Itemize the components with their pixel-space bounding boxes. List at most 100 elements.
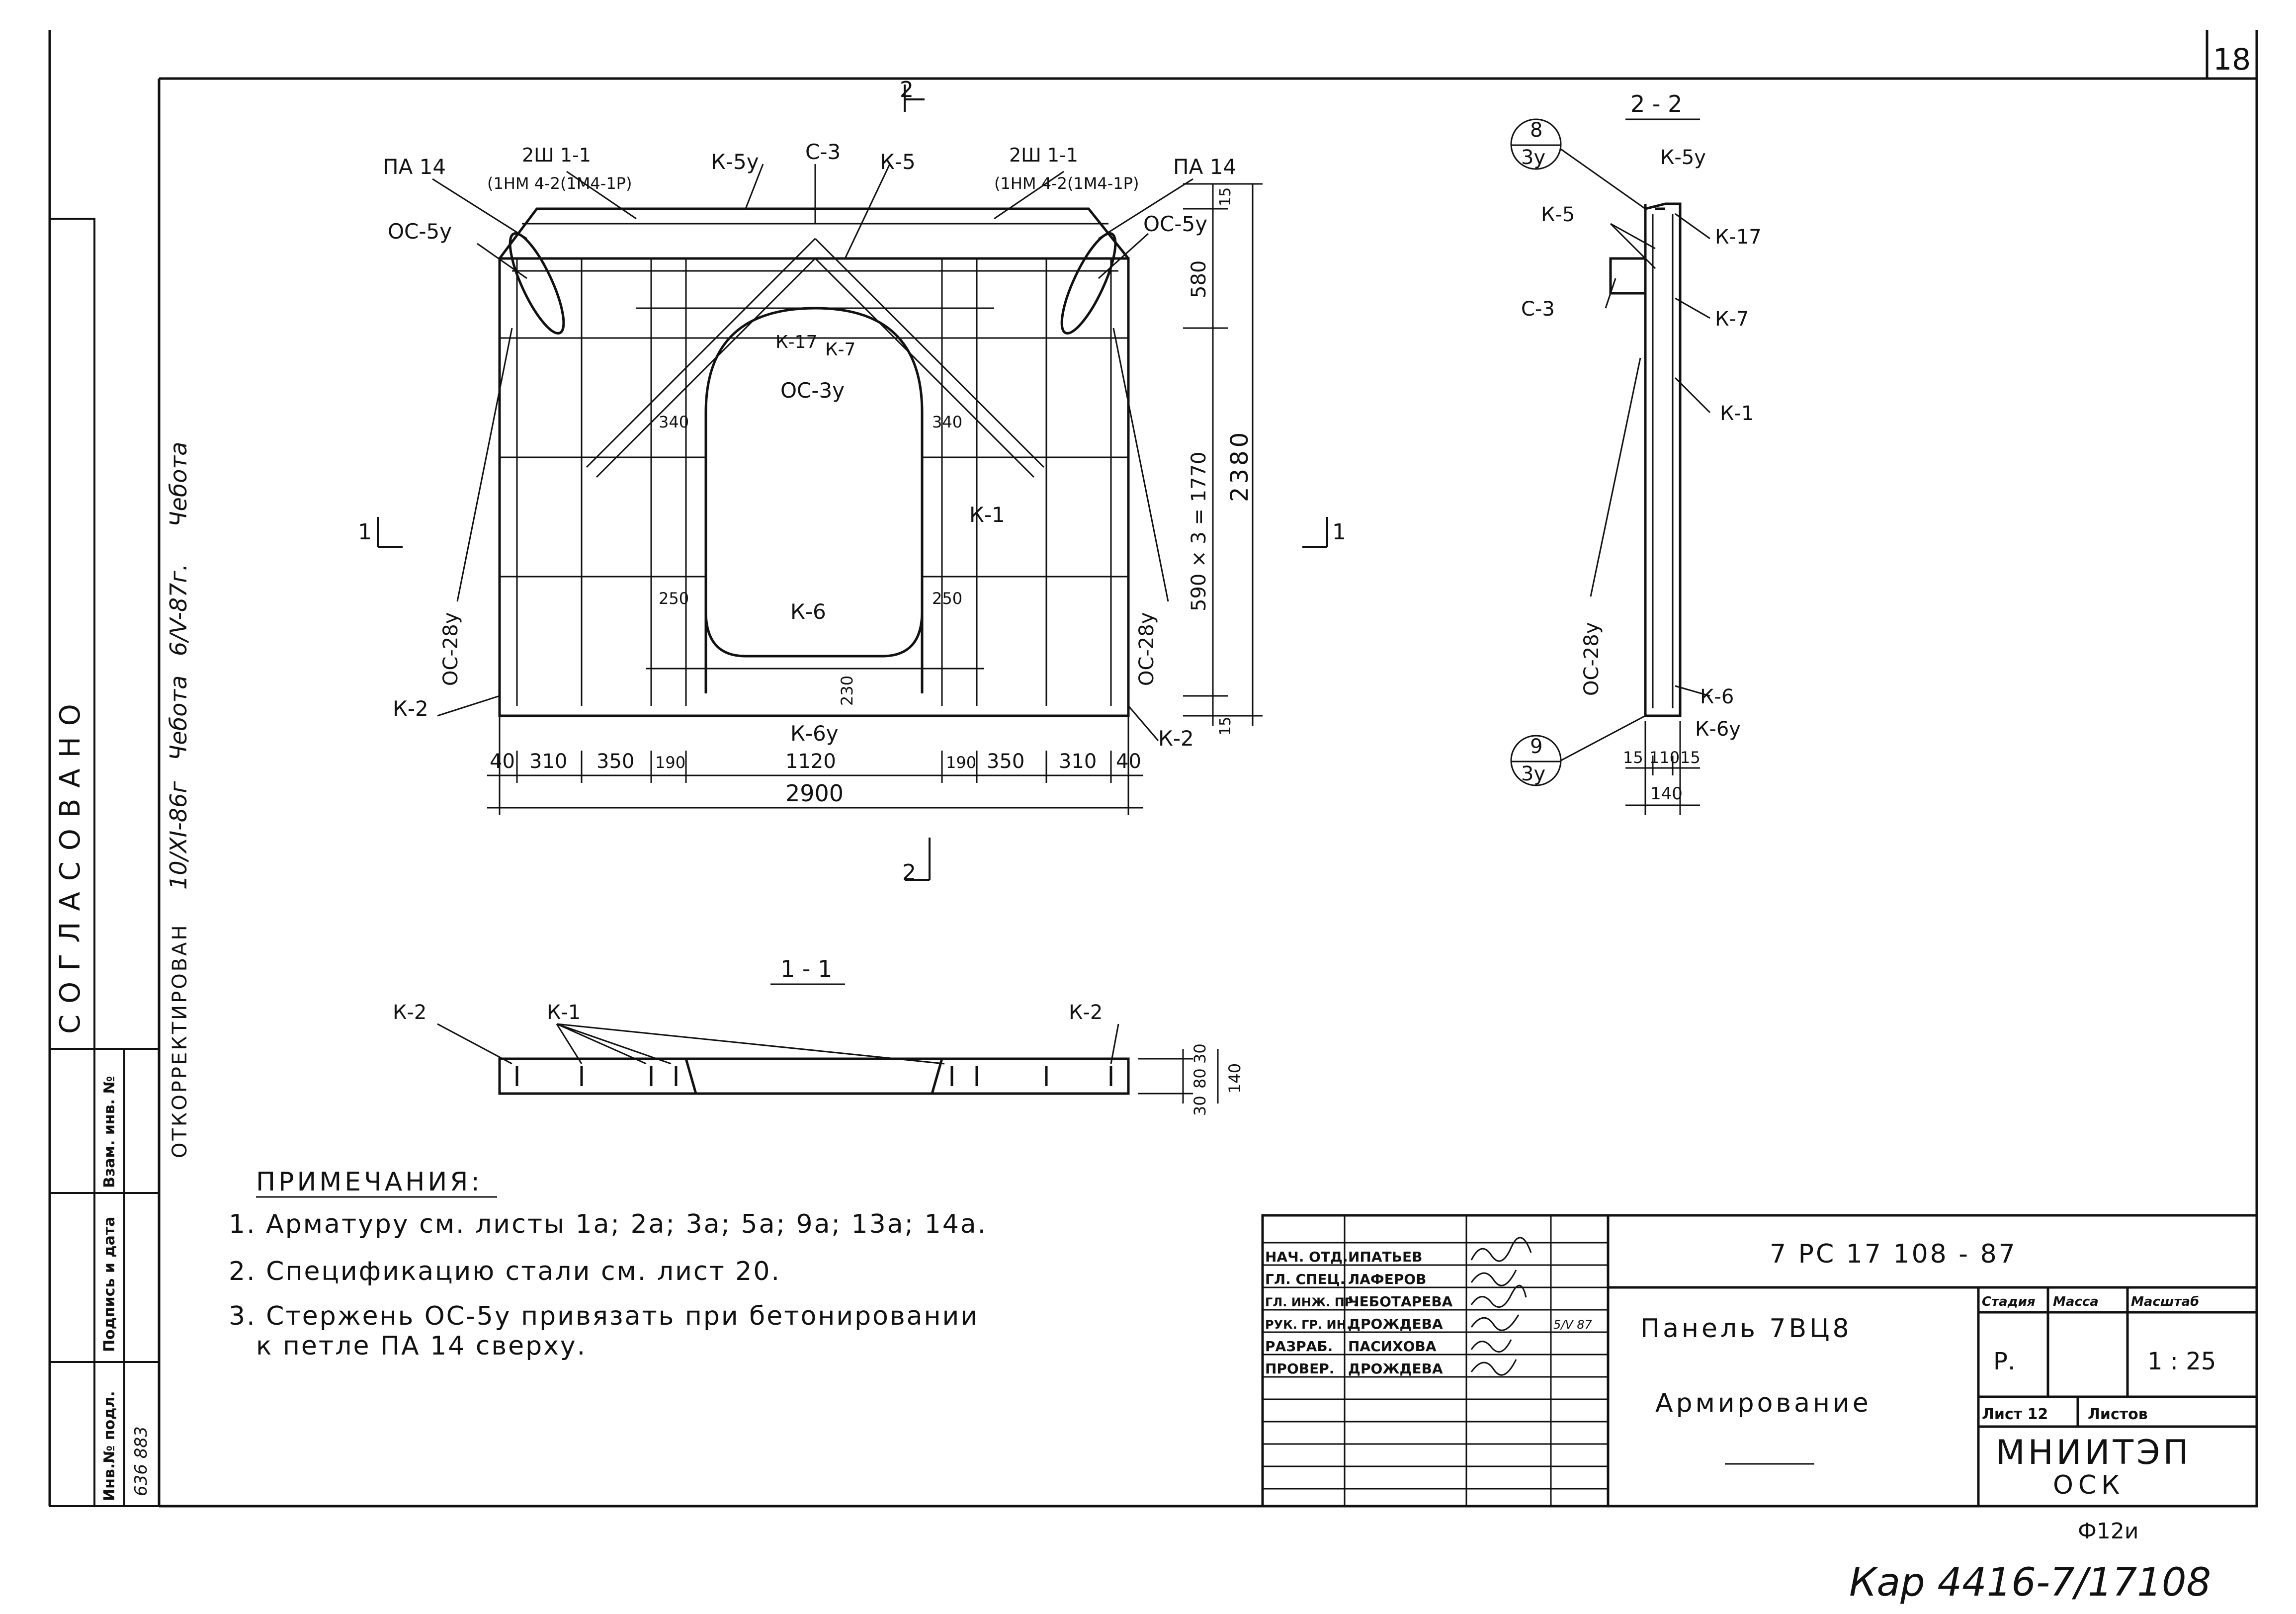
dim-total-width: 2900 xyxy=(785,780,844,807)
correction-date-1: 10/XI-86г xyxy=(165,781,192,890)
lifting-loops xyxy=(509,232,1117,335)
dim-right-top15: 15 xyxy=(1217,187,1234,206)
s22-k5: К-5 xyxy=(1541,203,1575,226)
dim-bottom-2: 350 xyxy=(596,750,634,773)
label-k1: К-1 xyxy=(969,503,1005,527)
role-0: НАЧ. ОТД. xyxy=(1265,1249,1348,1265)
name-1: ЛАФЕРОВ xyxy=(1348,1271,1427,1287)
notes-block: ПРИМЕЧАНИЯ: 1. Арматуру см. листы 1а; 2а… xyxy=(229,1167,987,1361)
label-k6: К-6 xyxy=(790,599,826,624)
dim-bottom-7: 310 xyxy=(1059,750,1097,773)
label-k17: К-17 xyxy=(775,332,817,352)
label-shsh-right-sub: (1НМ 4-2(1М4-1Р) xyxy=(994,174,1139,193)
label-pa14-left: ПА 14 xyxy=(383,155,446,179)
name-0: ИПАТЬЕВ xyxy=(1348,1249,1422,1265)
dim-bottom-8: 40 xyxy=(1116,750,1141,773)
label-os5u-right: ОС-5у xyxy=(1143,212,1207,236)
label-shsh-right: 2Ш 1-1 xyxy=(1009,144,1078,166)
inv-original-label: Инв.№ подл. xyxy=(101,1391,118,1501)
label-k2-right: К-2 xyxy=(1158,726,1194,751)
label-k7: К-7 xyxy=(825,340,855,360)
section-mark-right: 1 xyxy=(1332,519,1346,545)
s11-dim-80: 80 xyxy=(1191,1068,1209,1089)
role-1: ГЛ. СПЕЦ. xyxy=(1265,1271,1345,1287)
signatures xyxy=(1470,1237,1532,1376)
s22-k7: К-7 xyxy=(1715,308,1749,331)
s22-os28u: ОС-28у xyxy=(1580,622,1603,696)
dim-bottom-5: 190 xyxy=(946,753,976,772)
dim-340-right: 340 xyxy=(932,413,962,431)
s22-k6: К-6 xyxy=(1700,685,1734,708)
note-1: 1. Арматуру см. листы 1а; 2а; 3а; 5а; 9а… xyxy=(229,1209,987,1239)
s11-dim-30b: 30 xyxy=(1191,1096,1209,1116)
correction-sign-2: Чебота xyxy=(165,442,192,527)
section-1-1: 1 - 1 К xyxy=(393,955,1244,1116)
sheets-label: Листов xyxy=(2088,1406,2148,1423)
callout-8-num: 8 xyxy=(1530,119,1542,142)
s11-k2-right: К-2 xyxy=(1069,1001,1103,1024)
role-5: ПРОВЕР. xyxy=(1265,1360,1334,1377)
section-mark-bottom: 2 xyxy=(902,860,916,885)
note-2: 2. Спецификацию стали см. лист 20. xyxy=(229,1257,781,1286)
s11-dim-30a: 30 xyxy=(1191,1043,1209,1064)
doc-code: 7 РС 17 108 - 87 xyxy=(1770,1239,2017,1269)
dim-230: 230 xyxy=(838,676,856,706)
sheet-label: Лист 12 xyxy=(1982,1406,2048,1423)
stage-value: Р. xyxy=(1993,1348,2015,1375)
s11-k1: К-1 xyxy=(547,1001,581,1024)
org-name: МНИИТЭП xyxy=(1996,1433,2192,1472)
stage-header: Стадия xyxy=(1982,1294,2036,1309)
s22-dim-2: 15 xyxy=(1680,748,1701,767)
label-c3: С-3 xyxy=(805,140,841,164)
s22-k5u: К-5у xyxy=(1660,146,1706,169)
dim-bottom-1: 310 xyxy=(529,750,567,773)
role-2: ГЛ. ИНЖ. ПР. xyxy=(1265,1295,1358,1309)
approved-stamp: СОГЛАСОВАНО xyxy=(54,693,86,1034)
section-1-1-title: 1 - 1 xyxy=(780,955,832,982)
dim-bottom-4: 1120 xyxy=(785,750,836,773)
dim-bottom-3: 190 xyxy=(655,753,685,772)
dim-right-middle: 590 × 3 = 1770 xyxy=(1188,452,1210,611)
label-k2-left: К-2 xyxy=(393,696,428,721)
s22-c3: С-3 xyxy=(1521,298,1555,321)
dim-bottom-6: 350 xyxy=(987,750,1024,773)
callout-9-num: 9 xyxy=(1530,735,1542,758)
label-pa14-right: ПА 14 xyxy=(1173,155,1236,179)
name-2: ЧЕБОТАРЕВА xyxy=(1348,1293,1453,1310)
s22-dim-1: 110 xyxy=(1649,748,1680,767)
dim-250-right: 250 xyxy=(932,589,962,608)
role-3: РУК. ГР. ИН. xyxy=(1265,1318,1351,1332)
org-sub: ОСК xyxy=(2053,1470,2125,1500)
correction-label: ОТКОРРЕКТИРОВАН xyxy=(169,923,191,1158)
label-os3u: ОС-3у xyxy=(780,378,845,403)
panel-elevation: ПА 14 ПА 14 ОС-5у ОС-5у 2Ш 1-1 (1НМ 4-2(… xyxy=(358,77,1346,885)
dim-right-total: 2380 xyxy=(1226,429,1254,502)
section-2-2-title: 2 - 2 xyxy=(1630,90,1682,117)
correction-sign-1: Чебота xyxy=(165,676,192,761)
name-5: ДРОЖДЕВА xyxy=(1348,1360,1443,1377)
correction-date-2: 6/V-87г. xyxy=(165,564,192,656)
section-mark-left: 1 xyxy=(358,519,372,545)
scale-value: 1 : 25 xyxy=(2147,1348,2216,1375)
section-2-2: 2 - 2 8 3у xyxy=(1510,90,1762,815)
s22-dim-0: 15 xyxy=(1623,748,1643,767)
title-1: Панель 7ВЦ8 xyxy=(1640,1314,1852,1344)
dim-right-580: 580 xyxy=(1188,260,1210,298)
callout-9-sheet: 3у xyxy=(1521,763,1545,785)
section-mark-top: 2 xyxy=(900,77,914,102)
mass-header: Масса xyxy=(2053,1294,2099,1309)
label-shsh-left: 2Ш 1-1 xyxy=(522,144,591,166)
s11-k2-left: К-2 xyxy=(393,1001,426,1024)
inv-number: 636 883 xyxy=(131,1426,151,1496)
approval-strip: СОГЛАСОВАНО Инв.№ подл. Подпись и дата В… xyxy=(49,218,192,1507)
callout-8-sheet: 3у xyxy=(1521,146,1545,169)
role-4: РАЗРАБ. xyxy=(1265,1338,1333,1355)
dim-340-left: 340 xyxy=(659,413,689,431)
s22-k6u: К-6у xyxy=(1695,718,1741,741)
s22-k1: К-1 xyxy=(1720,402,1754,425)
scale-header: Масштаб xyxy=(2131,1294,2199,1309)
archive-number: Кар 4416-7/17108 xyxy=(1849,1560,2211,1605)
label-os28u-left: ОС-28у xyxy=(439,612,462,686)
dim-right-bottom15: 15 xyxy=(1217,717,1234,736)
